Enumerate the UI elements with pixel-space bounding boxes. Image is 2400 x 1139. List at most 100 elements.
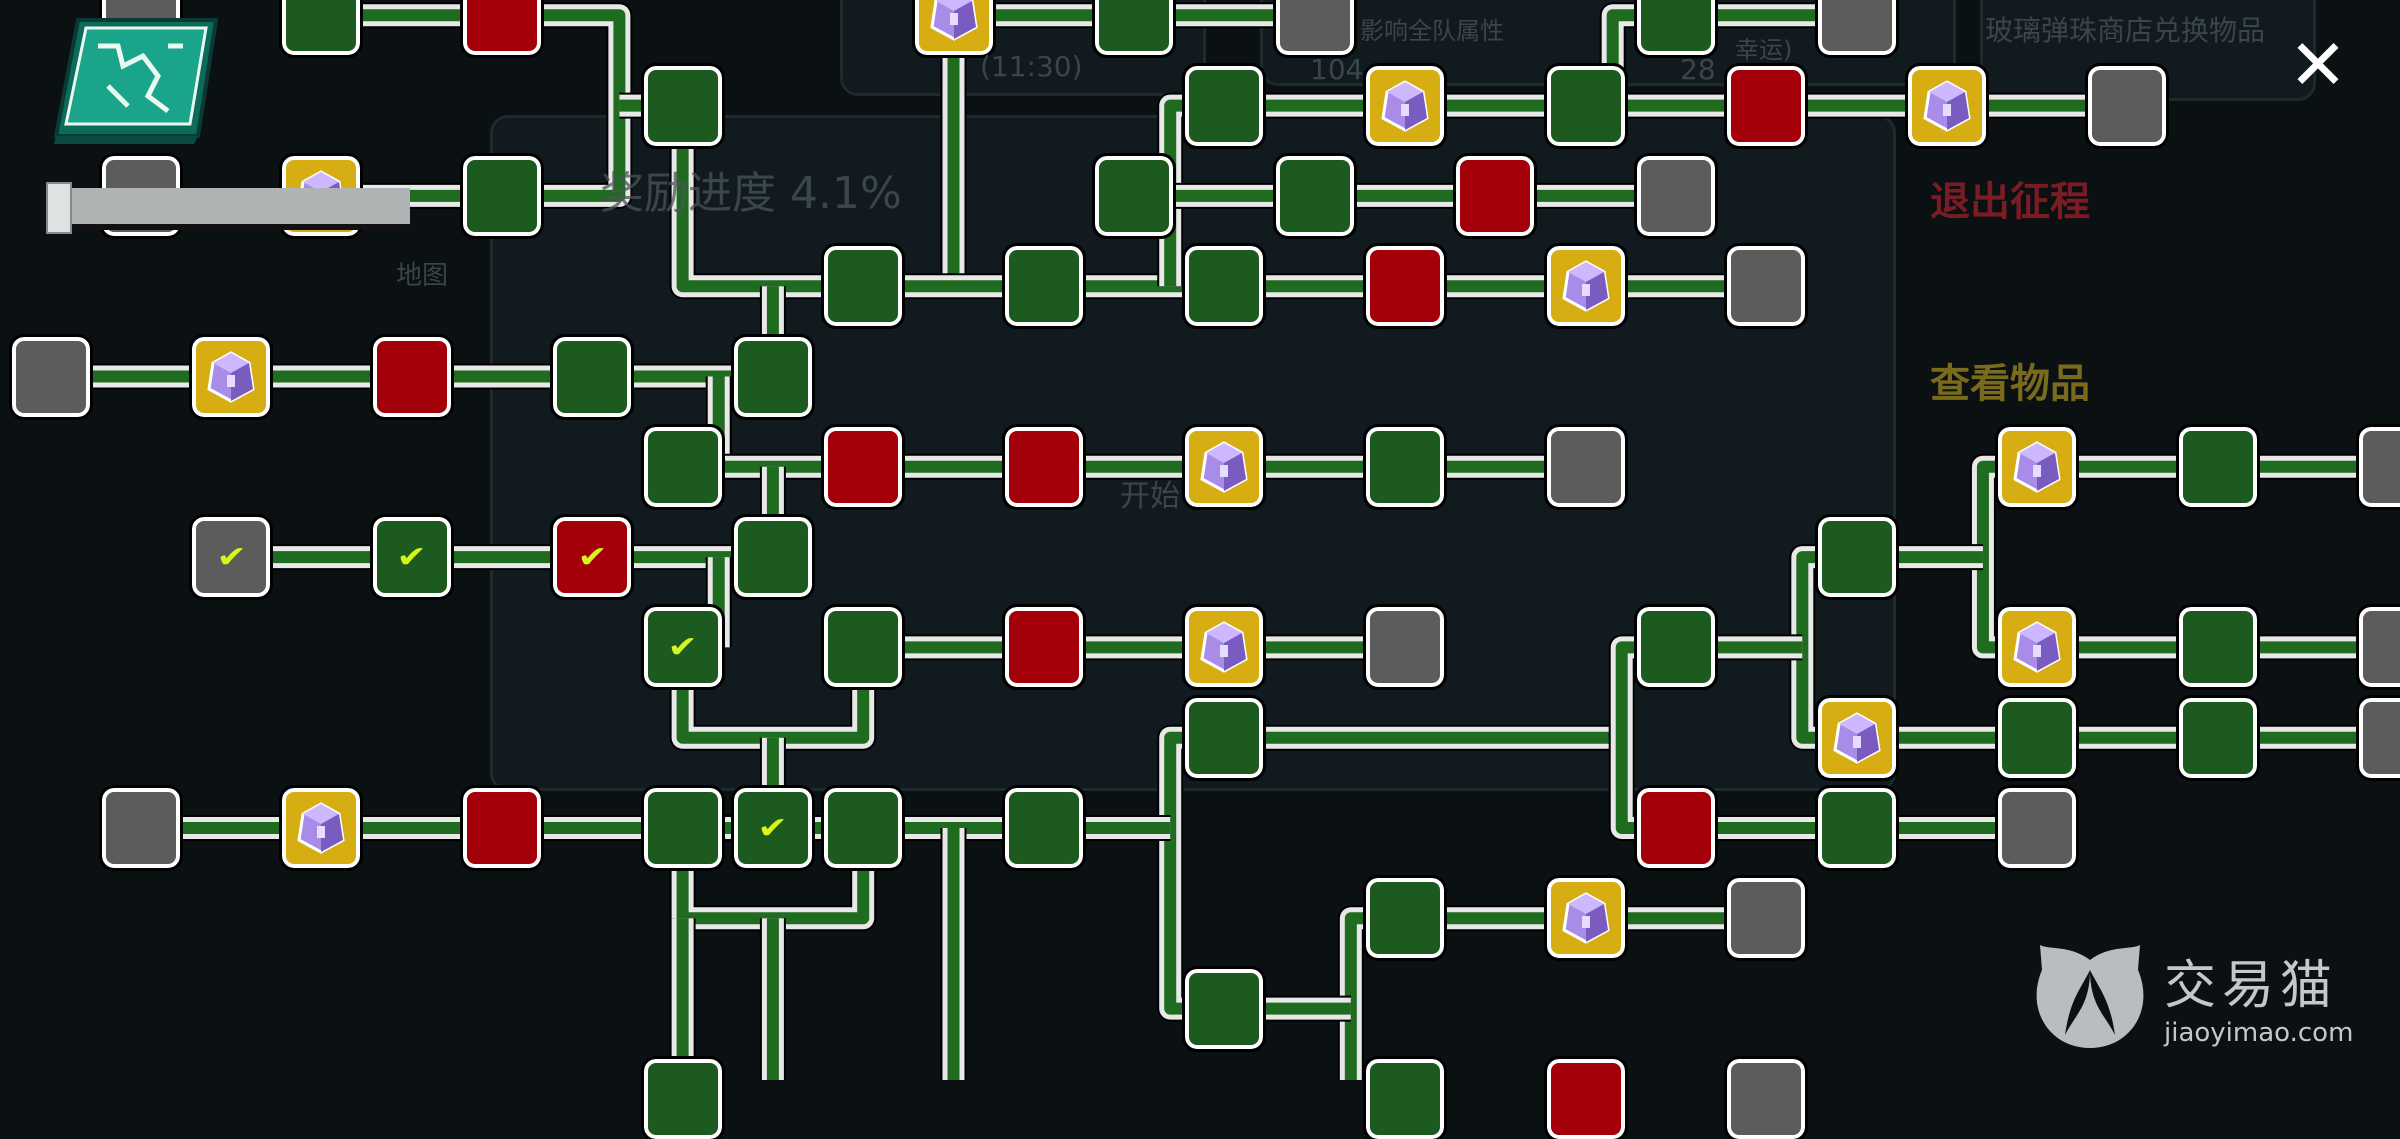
treasure-chest-icon bbox=[207, 350, 255, 403]
map-node-green[interactable] bbox=[460, 152, 544, 239]
slider-handle[interactable] bbox=[46, 182, 72, 234]
map-node-green[interactable] bbox=[279, 0, 364, 59]
map-node-chest[interactable] bbox=[1995, 604, 2080, 691]
map-node-gray[interactable] bbox=[1272, 0, 1357, 59]
map-node-gray[interactable] bbox=[98, 785, 183, 871]
map-node-chest[interactable] bbox=[1543, 243, 1628, 330]
map-node-red[interactable] bbox=[1453, 152, 1538, 239]
map-node-green[interactable] bbox=[730, 514, 815, 601]
map-node-gray[interactable] bbox=[1995, 785, 2080, 871]
map-node-green[interactable] bbox=[1182, 243, 1267, 330]
map-node-green[interactable] bbox=[1363, 423, 1447, 510]
map-node-green[interactable] bbox=[1363, 875, 1447, 962]
map-node-gray[interactable] bbox=[2356, 694, 2400, 781]
map-node-chest[interactable] bbox=[189, 333, 274, 420]
map-node-green[interactable] bbox=[1814, 785, 1899, 871]
map-node-chest[interactable] bbox=[1363, 62, 1447, 149]
map-node-red[interactable] bbox=[821, 423, 906, 510]
map-node-gray-completed[interactable]: ✔ bbox=[189, 514, 274, 601]
map-node-chest[interactable] bbox=[1995, 423, 2080, 510]
check-icon: ✔ bbox=[757, 810, 788, 846]
map-path bbox=[676, 105, 864, 293]
map-node-green[interactable] bbox=[1814, 514, 1899, 601]
map-node-red[interactable] bbox=[460, 0, 544, 59]
zoom-slider[interactable] bbox=[46, 182, 410, 234]
map-node-gray[interactable] bbox=[1724, 243, 1809, 330]
map-node-green[interactable] bbox=[1182, 694, 1267, 781]
map-node-green[interactable] bbox=[1633, 604, 1718, 691]
map-node-green[interactable] bbox=[1092, 152, 1177, 239]
map-node-green[interactable] bbox=[640, 423, 725, 510]
slider-track[interactable] bbox=[68, 188, 410, 230]
map-node-green[interactable] bbox=[1182, 62, 1267, 149]
map-node-green[interactable] bbox=[640, 785, 725, 871]
map-node-green-completed[interactable]: ✔ bbox=[369, 514, 454, 601]
map-node-chest[interactable] bbox=[1904, 62, 1989, 149]
map-node-red[interactable] bbox=[1363, 243, 1447, 330]
map-label[interactable]: 地图 bbox=[396, 261, 449, 291]
map-node-green[interactable] bbox=[1001, 243, 1086, 330]
map-node-green-completed[interactable]: ✔ bbox=[640, 604, 725, 691]
map-node-gray[interactable] bbox=[1724, 1055, 1809, 1139]
map-node-green[interactable] bbox=[2175, 694, 2260, 781]
close-button[interactable]: ✕ bbox=[2288, 24, 2348, 106]
map-node-gray[interactable] bbox=[1543, 423, 1628, 510]
watermark-name: 交易猫 bbox=[2164, 955, 2339, 1016]
map-node-red[interactable] bbox=[1001, 423, 1086, 510]
map-node-green[interactable] bbox=[730, 333, 815, 420]
map-node-chest[interactable] bbox=[279, 785, 364, 871]
map-node-chest[interactable] bbox=[1182, 604, 1267, 691]
map-node-red[interactable] bbox=[369, 333, 454, 420]
map-node-red[interactable] bbox=[1543, 1055, 1628, 1139]
map-node-red[interactable] bbox=[1001, 604, 1086, 691]
map-path bbox=[1159, 726, 1225, 1020]
map-node-green[interactable] bbox=[1182, 965, 1267, 1052]
treasure-chest-icon bbox=[1923, 79, 1971, 132]
map-node-green[interactable] bbox=[1272, 152, 1357, 239]
map-node-gray[interactable] bbox=[1363, 604, 1447, 691]
map-node-green[interactable] bbox=[821, 243, 906, 330]
map-node-green[interactable] bbox=[1995, 694, 2080, 781]
map-node-chest[interactable] bbox=[1182, 423, 1267, 510]
map-node-green[interactable] bbox=[821, 785, 906, 871]
map-node-green[interactable] bbox=[640, 62, 725, 149]
map-node-gray[interactable] bbox=[1633, 152, 1718, 239]
map-card-icon[interactable] bbox=[48, 16, 219, 146]
map-node-green[interactable] bbox=[1001, 785, 1086, 871]
exit-expedition-button[interactable]: 退出征程 bbox=[1930, 179, 2090, 225]
map-node-gray[interactable] bbox=[2356, 423, 2400, 510]
team-attr-text: 影响全队属性 bbox=[1360, 17, 1504, 45]
treasure-chest-icon bbox=[929, 0, 978, 42]
map-node-chest[interactable] bbox=[1814, 694, 1899, 781]
treasure-chest-icon bbox=[1200, 621, 1249, 674]
treasure-chest-icon bbox=[1561, 892, 1610, 945]
map-node-chest[interactable] bbox=[1543, 875, 1628, 962]
map-node-gray[interactable] bbox=[2085, 62, 2170, 149]
timer-text: (11:30) bbox=[980, 50, 1083, 83]
map-node-gray[interactable] bbox=[8, 333, 93, 420]
map-node-red-completed[interactable]: ✔ bbox=[550, 514, 635, 601]
map-node-red[interactable] bbox=[460, 785, 544, 871]
map-node-gray[interactable] bbox=[1724, 875, 1809, 962]
map-node-green[interactable] bbox=[1363, 1055, 1447, 1139]
map-node-green[interactable] bbox=[821, 604, 906, 691]
map-node-red[interactable] bbox=[1633, 785, 1718, 871]
map-node-gray[interactable] bbox=[1814, 0, 1899, 59]
marble-shop-text: 玻璃弹珠商店兑换物品 bbox=[1985, 14, 2266, 47]
map-node-gray[interactable] bbox=[2356, 604, 2400, 691]
map-node-green[interactable] bbox=[640, 1055, 725, 1139]
map-node-green[interactable] bbox=[1633, 0, 1718, 59]
map-node-green[interactable] bbox=[1543, 62, 1628, 149]
map-node-green-completed[interactable]: ✔ bbox=[730, 785, 815, 871]
start-text: 开始 bbox=[1120, 479, 1180, 514]
map-node-green[interactable] bbox=[2175, 423, 2260, 510]
map-node-green[interactable] bbox=[550, 333, 635, 420]
map-node-red[interactable] bbox=[1724, 62, 1809, 149]
view-items-button[interactable]: 查看物品 bbox=[1930, 361, 2090, 407]
map-node-green[interactable] bbox=[2175, 604, 2260, 691]
check-icon: ✔ bbox=[667, 629, 698, 665]
reward-progress-text: 奖励进度 4.1% bbox=[600, 168, 902, 219]
map-node-green[interactable] bbox=[1092, 0, 1177, 59]
map-node-chest[interactable] bbox=[911, 0, 996, 59]
watermark: 交易猫 jiaoyimao.com bbox=[2030, 940, 2353, 1050]
